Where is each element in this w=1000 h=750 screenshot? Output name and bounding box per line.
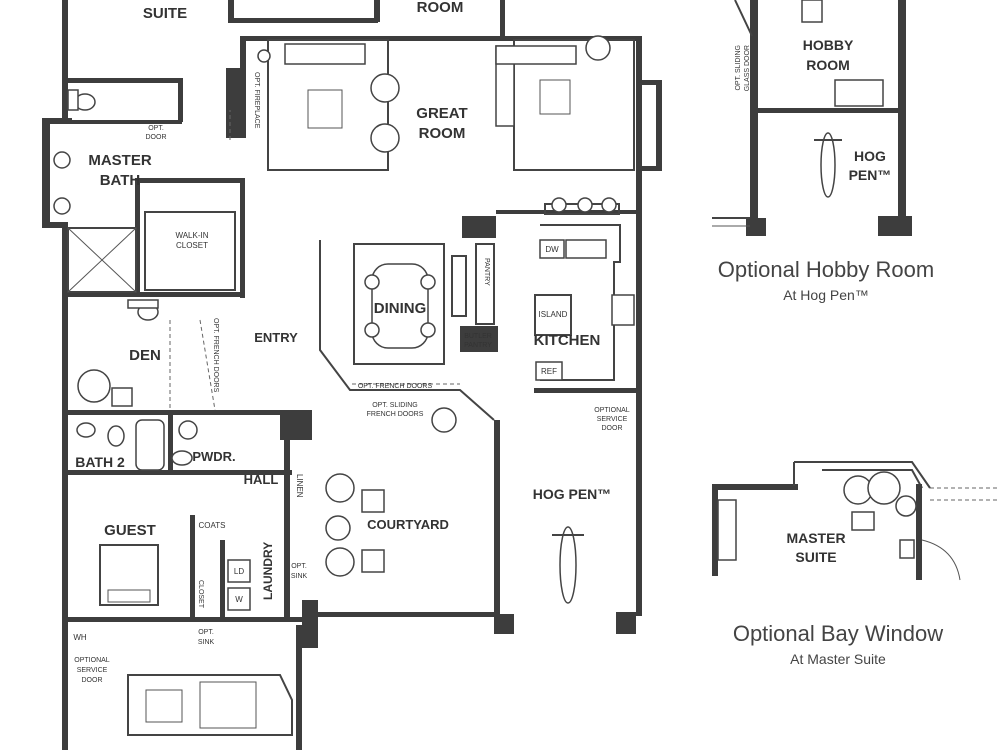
label-pantry: PANTRY: [483, 258, 490, 286]
note-opt-sink-garage-1: OPT.: [198, 629, 214, 636]
label-hog-2: PEN™: [849, 167, 892, 183]
note-opt-door-2: DOOR: [146, 134, 167, 141]
label-hall: HALL: [244, 472, 279, 487]
fixtures: [53, 35, 842, 736]
label-guest: GUEST: [104, 522, 156, 539]
label-hog-pen: HOG PEN™: [533, 486, 612, 502]
label-closet: CLOSET: [197, 580, 204, 609]
label-butler-1: BUTLER: [464, 333, 492, 340]
label-kitchen: KITCHEN: [534, 332, 601, 349]
label-butler-2: PANTRY: [464, 342, 492, 349]
label-coats: COATS: [199, 521, 226, 530]
main-plan-walls: [42, 0, 662, 750]
label-island: ISLAND: [539, 310, 568, 319]
label-linen: LINEN: [295, 474, 304, 498]
caption-bay-sub: At Master Suite: [790, 651, 886, 667]
label-hobby-2: ROOM: [806, 57, 850, 73]
label-w: W: [235, 595, 243, 604]
room-labels: SUITE ROOM MASTER BATH WALK-IN CLOSET GR…: [73, 0, 611, 642]
label-ref: REF: [541, 367, 557, 376]
label-great-1: GREAT: [416, 105, 467, 122]
caption-hobby-sub: At Hog Pen™: [783, 287, 869, 303]
note-opt-door-1: OPT.: [148, 125, 164, 132]
note-opt-sliding-1: OPT. SLIDING: [372, 402, 418, 409]
note-opt-sink-2: SINK: [291, 573, 308, 580]
label-wh: WH: [73, 633, 87, 642]
label-laundry: LAUNDRY: [261, 542, 275, 600]
label-master-suite-1: MASTER: [786, 530, 845, 546]
label-room-top: ROOM: [417, 0, 464, 16]
label-den: DEN: [129, 347, 161, 364]
label-suite: SUITE: [143, 5, 187, 22]
note-opt-service-garage-1: OPTIONAL: [74, 657, 110, 664]
label-entry: ENTRY: [254, 330, 298, 345]
note-opt-service-garage-3: DOOR: [82, 677, 103, 684]
label-dining: DINING: [374, 300, 427, 317]
label-master-suite-2: SUITE: [795, 549, 836, 565]
interior-lines: [67, 39, 635, 606]
label-master-bath-1: MASTER: [88, 152, 152, 169]
label-bath2: BATH 2: [75, 454, 125, 470]
caption-bay-title: Optional Bay Window: [733, 621, 943, 646]
bay-window-inset: MASTER SUITE Optional Bay Window At Mast…: [712, 461, 1000, 667]
caption-hobby-title: Optional Hobby Room: [718, 257, 934, 282]
note-opt-sliding-glass-1: OPT. SLIDING: [735, 45, 742, 91]
label-master-bath-2: BATH: [100, 172, 141, 189]
label-dw: DW: [545, 245, 559, 254]
label-great-2: ROOM: [419, 125, 466, 142]
note-opt-fireplace: OPT. FIREPLACE: [253, 72, 260, 129]
label-walk-in-1: WALK-IN: [175, 231, 208, 240]
label-ld: LD: [234, 567, 244, 576]
note-opt-sink-garage-2: SINK: [198, 639, 215, 646]
note-opt-french-doors-dining: OPT. FRENCH DOORS: [358, 383, 433, 390]
note-opt-sliding-glass-2: GLASS DOOR: [744, 45, 751, 91]
label-hobby-1: HOBBY: [803, 37, 854, 53]
option-notes: OPT. DOOR OPT. FIREPLACE OPT. FRENCH DOO…: [74, 72, 630, 684]
note-opt-french-doors-den: OPT. FRENCH DOORS: [212, 318, 219, 393]
note-opt-service-3: DOOR: [602, 425, 623, 432]
note-opt-sink-1: OPT.: [291, 563, 307, 570]
note-opt-service-1: OPTIONAL: [594, 407, 630, 414]
label-walk-in-2: CLOSET: [176, 241, 208, 250]
label-hog-1: HOG: [854, 148, 886, 164]
hobby-room-inset: HOBBY ROOM HOG PEN™ OPT. SLIDING GLASS D…: [712, 0, 934, 303]
note-opt-sliding-2: FRENCH DOORS: [367, 411, 424, 418]
note-opt-service-2: SERVICE: [597, 416, 628, 423]
note-opt-service-garage-2: SERVICE: [77, 667, 108, 674]
label-courtyard: COURTYARD: [367, 517, 449, 532]
label-pwdr: PWDR.: [192, 449, 235, 464]
